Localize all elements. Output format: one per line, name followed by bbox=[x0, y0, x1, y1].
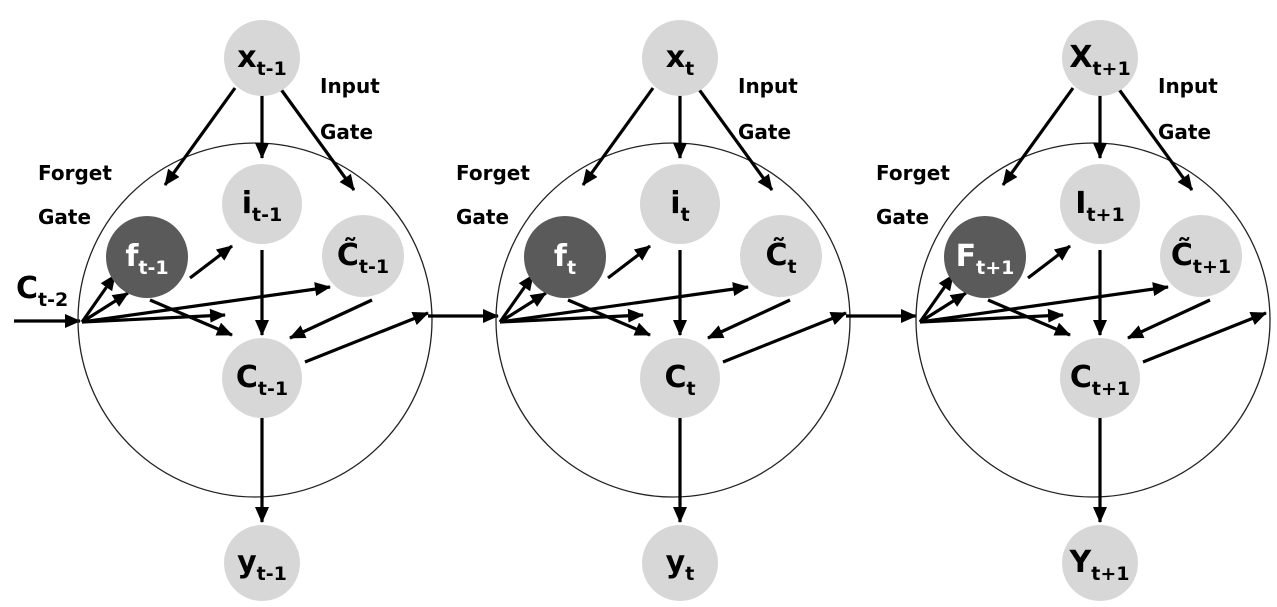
input-gate-node-label: it bbox=[670, 186, 689, 226]
candidate-to-c-arrow bbox=[707, 298, 791, 340]
forget-gate-node-circle bbox=[944, 216, 1026, 298]
input-to-forget-arrow bbox=[1001, 87, 1075, 186]
forget-gate-node-label: ft bbox=[554, 239, 576, 279]
forget-gate-node-label: ft-1 bbox=[125, 239, 168, 279]
input-gate-label-2: Gate bbox=[1158, 120, 1211, 144]
cell-state-node-circle bbox=[222, 338, 302, 418]
candidate-node: C̃t+1 bbox=[1160, 215, 1242, 297]
prev-to-forget-arrow-1 bbox=[80, 274, 117, 323]
input-node: xt-1 bbox=[224, 20, 300, 96]
output-node-label: yt-1 bbox=[237, 545, 287, 585]
forget-gate-label: Forget bbox=[38, 161, 112, 185]
input-node-label: xt bbox=[666, 40, 694, 80]
cell-state-node: Ct+1 bbox=[1060, 338, 1140, 418]
input-gate-label-2: Gate bbox=[738, 120, 791, 144]
prev-to-forget-arrow-2 bbox=[81, 291, 129, 324]
prev-to-forget-arrow-1 bbox=[498, 274, 535, 323]
input-gate-node-circle bbox=[640, 164, 720, 244]
candidate-to-c-arrow bbox=[1127, 298, 1211, 340]
prev-to-forget-arrow-2 bbox=[499, 291, 547, 324]
input-gate-node-circle bbox=[1060, 164, 1140, 244]
prev-cell-state-label: Ct-2 bbox=[16, 271, 68, 311]
forget-gate-node-circle bbox=[106, 216, 188, 298]
cell-state-node-label: Ct bbox=[664, 360, 695, 400]
input-node-circle bbox=[224, 20, 300, 96]
candidate-node-label: C̃t-1 bbox=[337, 238, 389, 278]
output-node: yt-1 bbox=[224, 525, 300, 601]
input-gate-node: it bbox=[640, 164, 720, 244]
cell-state-node-label: Ct+1 bbox=[1070, 360, 1130, 400]
forget-to-i-arrow bbox=[1027, 244, 1071, 280]
c-to-next-arrow bbox=[304, 311, 429, 364]
input-gate-node: It+1 bbox=[1060, 164, 1140, 244]
forget-to-i-arrow bbox=[189, 244, 233, 280]
output-node-label: yt bbox=[666, 545, 695, 585]
input-node-label: xt-1 bbox=[237, 40, 287, 80]
input-gate-node-label: it-1 bbox=[242, 186, 283, 226]
prev-to-forget-arrow-2 bbox=[919, 291, 967, 324]
cell-state-node-circle bbox=[1060, 338, 1140, 418]
prev-to-forget-arrow-1 bbox=[918, 274, 955, 323]
output-node: Yt+1 bbox=[1062, 525, 1138, 601]
input-to-forget-arrow bbox=[163, 87, 237, 186]
forget-gate-node-label: Ft+1 bbox=[956, 239, 1015, 279]
input-gate-node: it-1 bbox=[222, 164, 302, 244]
input-node-circle bbox=[1062, 20, 1138, 96]
input-to-forget-arrow bbox=[581, 87, 655, 186]
c-to-next-arrow bbox=[722, 311, 847, 364]
output-node: yt bbox=[642, 525, 718, 601]
input-gate-label: Input bbox=[1158, 74, 1218, 98]
output-node-circle bbox=[642, 525, 718, 601]
c-to-next-arrow bbox=[1142, 311, 1267, 364]
input-gate-label-2: Gate bbox=[320, 120, 373, 144]
forget-gate-node: ft-1 bbox=[106, 216, 188, 298]
prev-to-c-arrow bbox=[81, 308, 226, 324]
input-node-circle bbox=[642, 20, 718, 96]
candidate-node-circle bbox=[740, 215, 822, 297]
forget-gate-label: Forget bbox=[456, 161, 530, 185]
input-gate-label: Input bbox=[738, 74, 798, 98]
input-node: Xt+1 bbox=[1062, 20, 1138, 96]
candidate-node: C̃t-1 bbox=[322, 215, 404, 297]
cell-state-node: Ct-1 bbox=[222, 338, 302, 418]
forget-to-i-arrow bbox=[607, 244, 651, 280]
prev-to-candidate-arrow bbox=[81, 282, 331, 324]
cell-state-node-label: Ct-1 bbox=[236, 360, 288, 400]
input-gate-node-label: It+1 bbox=[1075, 186, 1124, 226]
prev-to-c-arrow bbox=[919, 308, 1064, 324]
forget-gate-label-2: Gate bbox=[876, 205, 929, 229]
forget-gate-label-2: Gate bbox=[38, 205, 91, 229]
candidate-node-circle bbox=[1160, 215, 1242, 297]
input-to-candidate-arrow bbox=[1116, 87, 1194, 191]
input-to-candidate-arrow bbox=[278, 87, 356, 191]
input-to-candidate-arrow bbox=[696, 87, 774, 191]
input-gate-label: Input bbox=[320, 74, 380, 98]
prev-to-candidate-arrow bbox=[919, 282, 1169, 324]
input-node: xt bbox=[642, 20, 718, 96]
candidate-node-label: C̃t+1 bbox=[1171, 238, 1231, 278]
cell-state-node-circle bbox=[640, 338, 720, 418]
forget-gate-label: Forget bbox=[876, 161, 950, 185]
candidate-to-c-arrow bbox=[289, 298, 373, 340]
output-node-circle bbox=[224, 525, 300, 601]
forget-gate-node: Ft+1 bbox=[944, 216, 1026, 298]
prev-to-candidate-arrow bbox=[499, 282, 749, 324]
forget-gate-node-circle bbox=[524, 216, 606, 298]
candidate-node-circle bbox=[322, 215, 404, 297]
prev-to-c-arrow bbox=[499, 308, 644, 324]
forget-gate-node: ft bbox=[524, 216, 606, 298]
candidate-node-label: C̃t bbox=[765, 238, 796, 278]
cell-state-node: Ct bbox=[640, 338, 720, 418]
forget-gate-label-2: Gate bbox=[456, 205, 509, 229]
input-gate-node-circle bbox=[222, 164, 302, 244]
output-node-circle bbox=[1062, 525, 1138, 601]
output-node-label: Yt+1 bbox=[1069, 545, 1130, 585]
candidate-node: C̃t bbox=[740, 215, 822, 297]
input-node-label: Xt+1 bbox=[1069, 40, 1130, 80]
